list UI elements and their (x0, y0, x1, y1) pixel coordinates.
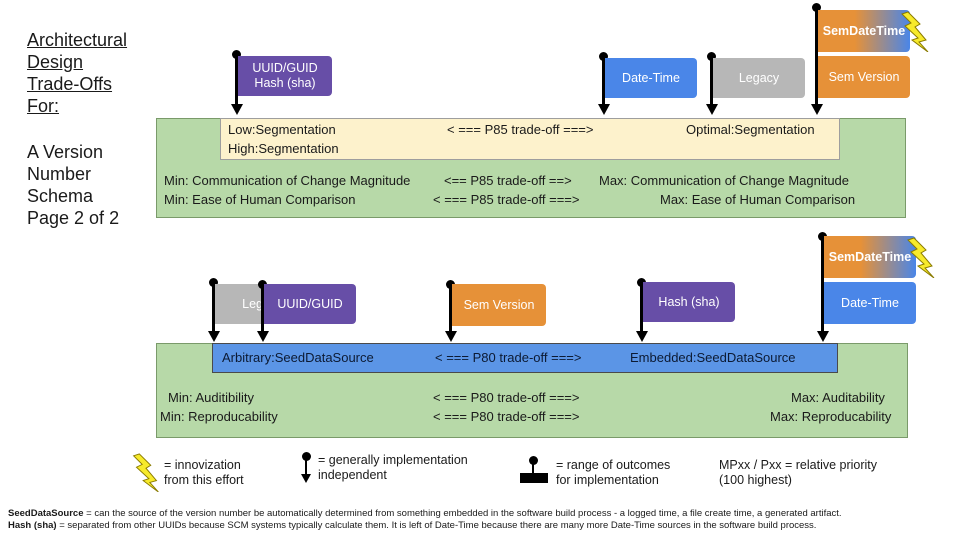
flag-pole (640, 282, 643, 332)
page-subtitle: A Version Number Schema Page 2 of 2 (27, 142, 120, 228)
top-segmentation-band (220, 118, 840, 160)
flag-banner: Sem Version (452, 284, 546, 326)
flag-pole (449, 284, 452, 332)
bottom-row2-right: Max: Reproducability (770, 409, 892, 424)
flag-pole (815, 7, 818, 106)
legend-independent: = generally implementation independent (318, 453, 468, 482)
bottom-row1-center: < === P80 trade-off ===> (433, 390, 580, 405)
flag-pole (602, 56, 605, 106)
flag-banner: UUID/GUID Hash (sha) (238, 56, 332, 96)
bottom-band-right: Embedded:SeedDataSource (630, 350, 796, 365)
top-band-left2: High:Segmentation (228, 141, 339, 156)
footnote-hash: Hash (sha) = separated from other UUIDs … (8, 520, 816, 531)
pole-arrow (636, 331, 648, 342)
legend-range: = range of outcomes for implementation (556, 458, 671, 487)
footnote-text: = can the source of the version number b… (83, 508, 842, 519)
legend-pole (305, 456, 307, 476)
top-row2-center: < === P85 trade-off ===> (433, 192, 580, 207)
flag-banner-semdatetime: SemDateTime (824, 236, 916, 278)
bottom-band-center: < === P80 trade-off ===> (435, 350, 582, 365)
bottom-band-left: Arbitrary:SeedDataSource (222, 350, 374, 365)
pole-arrow (706, 104, 718, 115)
bottom-row2-center: < === P80 trade-off ===> (433, 409, 580, 424)
pole-arrow (257, 331, 269, 342)
top-band-right: Optimal:Segmentation (686, 122, 815, 137)
title-line: Trade-Offs (27, 74, 113, 94)
top-band-left: Low:Segmentation (228, 122, 336, 137)
bottom-seed-band (212, 343, 838, 373)
top-row1-right: Max: Communication of Change Magnitude (599, 173, 850, 188)
top-row2-left: Min: Ease of Human Comparison (164, 192, 356, 207)
legend-pole (532, 460, 534, 474)
flag-banner-datetime: Date-Time (824, 282, 916, 324)
flag-banner-semversion: Sem Version (818, 56, 910, 98)
pole-arrow (811, 104, 823, 115)
pole-arrow (231, 104, 243, 115)
bottom-row1-left: Min: Auditibility (168, 390, 254, 405)
page-title: Architectural Design Trade-Offs For: (27, 29, 127, 117)
legend-range-base-icon (520, 473, 548, 483)
top-band-center: < === P85 trade-off ===> (447, 122, 594, 137)
title-line: Design (27, 52, 84, 72)
flag-pole (821, 236, 824, 332)
lightning-icon (132, 453, 159, 492)
title-line: For: (27, 96, 60, 116)
flag-pole (710, 56, 713, 106)
footnote-term: Hash (sha) (8, 520, 57, 531)
flag-banner-semdatetime: SemDateTime (818, 10, 910, 52)
flag-banner: Legacy (713, 58, 805, 98)
bottom-row1-right: Max: Auditability (791, 390, 885, 405)
title-line: Architectural (27, 30, 128, 50)
flag-banner: Hash (sha) (643, 282, 735, 322)
top-row2-right: Max: Ease of Human Comparison (660, 192, 856, 207)
top-row1-center: <== P85 trade-off ==> (444, 173, 572, 188)
footnote-seeddatasource: SeedDataSource = can the source of the v… (8, 508, 842, 519)
bottom-row2-left: Min: Reproducability (160, 409, 278, 424)
top-row1-left: Min: Communication of Change Magnitude (164, 173, 411, 188)
legend-innovation: = innovization from this effort (164, 458, 244, 487)
flag-pole (235, 54, 238, 106)
lightning-icon (907, 237, 935, 278)
flag-banner: UUID/GUID (264, 284, 356, 324)
legend-arrow-icon (301, 474, 311, 483)
flag-pole (261, 284, 264, 332)
pole-arrow (208, 331, 220, 342)
legend-priority: MPxx / Pxx = relative priority (100 high… (719, 458, 878, 487)
footnote-term: SeedDataSource (8, 508, 84, 519)
pole-arrow (598, 104, 610, 115)
pole-arrow (817, 331, 829, 342)
flag-banner: Date-Time (605, 58, 697, 98)
flag-pole (212, 282, 215, 332)
lightning-icon (901, 11, 929, 52)
footnote-text: = separated from other UUIDs because SCM… (56, 520, 817, 531)
pole-arrow (445, 331, 457, 342)
